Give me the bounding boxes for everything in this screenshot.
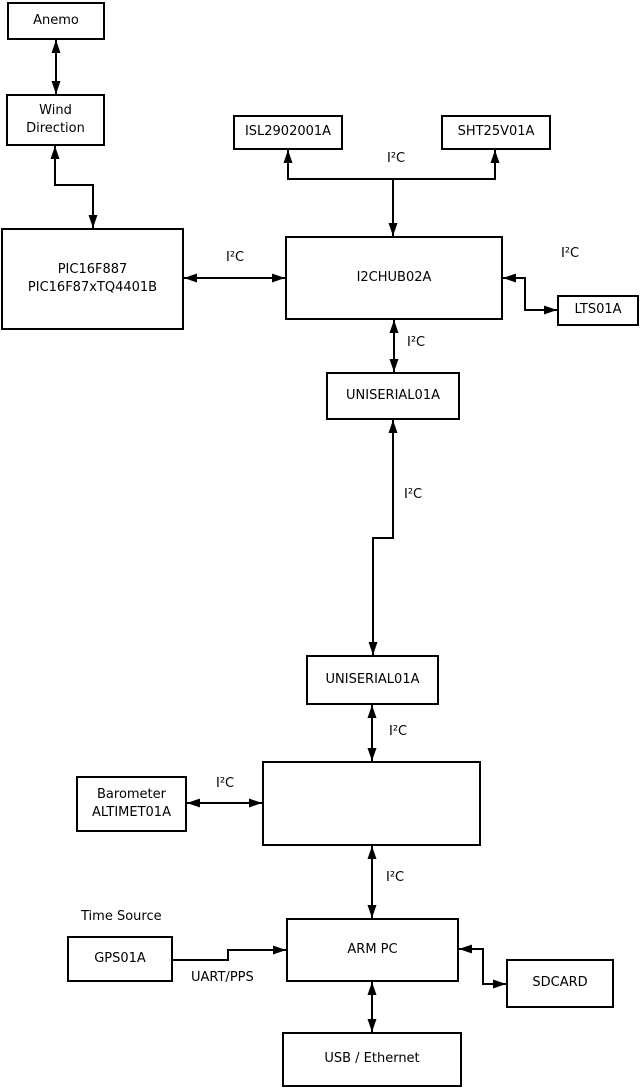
- edge-uniserial1-uniserial2: [368, 420, 398, 655]
- node-uniserial-1: UNISERIAL01A: [326, 372, 460, 420]
- node-barometer: Barometer ALTIMET01A: [76, 776, 187, 832]
- edge-wind-pic: [50, 146, 98, 228]
- node-lts-temp-sensor: LTS01A: [557, 295, 639, 326]
- label-i2c-uniserial-link: I²C: [404, 487, 423, 502]
- edge-gps-armpc: [173, 945, 286, 961]
- node-usb-ethernet: USB / Ethernet: [282, 1032, 462, 1087]
- label-time-source: Time Source: [81, 909, 162, 924]
- label-i2c-pic-hub1: I²C: [226, 250, 245, 265]
- node-arm-pc: ARM PC: [286, 918, 459, 982]
- label-i2c-hub1-uniserial1: I²C: [407, 335, 426, 350]
- node-i2c-hub-2: [262, 761, 481, 846]
- edge-hub1-lts: [503, 273, 557, 315]
- label-uart-pps: UART/PPS: [191, 970, 254, 985]
- node-sdcard: SDCARD: [506, 959, 614, 1008]
- node-i2c-hub-1: I2CHUB02A: [285, 236, 503, 320]
- label-i2c-hub1-lts: I²C: [561, 246, 580, 261]
- node-pic-microcontroller: PIC16F887 PIC16F87xTQ4401B: [1, 228, 184, 330]
- label-i2c-sensor-bus: I²C: [387, 151, 406, 166]
- label-i2c-barometer-hub2: I²C: [216, 776, 235, 791]
- label-i2c-uniserial2-hub2: I²C: [389, 724, 408, 739]
- node-sht-humidity-sensor: SHT25V01A: [441, 115, 551, 150]
- node-gps: GPS01A: [67, 936, 173, 982]
- edge-armpc-sdcard: [459, 944, 506, 989]
- node-uniserial-2: UNISERIAL01A: [306, 655, 439, 705]
- node-wind-direction: Wind Direction: [6, 94, 105, 146]
- label-i2c-hub2-armpc: I²C: [386, 870, 405, 885]
- node-anemometer: Anemo: [7, 2, 105, 40]
- node-isl-light-sensor: ISL2902001A: [233, 115, 343, 150]
